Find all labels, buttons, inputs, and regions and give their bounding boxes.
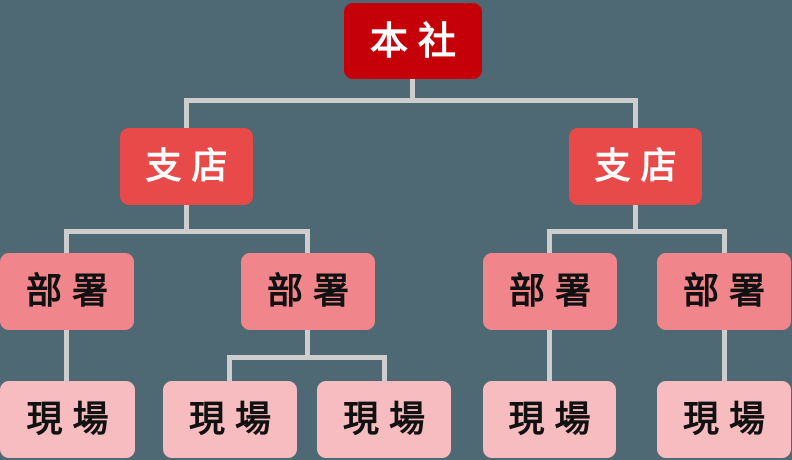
node-department-1-label: 部署 (25, 270, 118, 312)
connector-branch-left-drop (184, 98, 189, 128)
node-site-5-label: 現場 (682, 398, 775, 440)
connector-site-2-drop (227, 355, 232, 382)
node-headquarters-label: 本社 (369, 19, 466, 63)
connector-branches-crossbar (184, 98, 638, 103)
connector-dept-4-drop (722, 229, 727, 253)
node-headquarters: 本社 (344, 3, 482, 79)
connector-dept-3-to-site (547, 330, 552, 382)
connector-dept-2-drop (305, 229, 310, 253)
node-branch-left-label: 支店 (145, 145, 238, 187)
node-site-4: 現場 (483, 381, 616, 458)
connector-branch-right-stem (633, 205, 638, 234)
connector-depts-right-crossbar (547, 229, 727, 234)
node-site-3: 現場 (317, 381, 451, 458)
node-department-3-label: 部署 (508, 270, 601, 312)
connector-sites-crossbar (227, 355, 387, 360)
connector-dept-3-drop (547, 229, 552, 253)
node-department-2: 部署 (241, 253, 375, 330)
connector-dept-2-stem (305, 330, 310, 360)
connector-dept-1-drop (64, 229, 69, 253)
node-site-3-label: 現場 (342, 398, 435, 440)
connector-dept-1-to-site (64, 330, 69, 382)
node-branch-right: 支店 (569, 128, 702, 205)
connector-branch-left-stem (184, 205, 189, 234)
connector-root-stem (410, 79, 415, 103)
connector-site-3-drop (382, 355, 387, 382)
node-branch-right-label: 支店 (594, 145, 687, 187)
node-branch-left: 支店 (120, 128, 253, 205)
node-department-3: 部署 (483, 253, 617, 330)
connector-branch-right-drop (633, 98, 638, 128)
node-site-1-label: 現場 (26, 398, 119, 440)
node-department-4: 部署 (657, 253, 791, 330)
node-department-1: 部署 (0, 253, 134, 330)
node-site-1: 現場 (0, 381, 135, 458)
node-department-4-label: 部署 (682, 270, 775, 312)
node-site-4-label: 現場 (508, 398, 601, 440)
connector-depts-left-crossbar (64, 229, 310, 234)
node-department-2-label: 部署 (266, 270, 359, 312)
node-site-5: 現場 (657, 381, 791, 458)
node-site-2: 現場 (163, 381, 297, 458)
connector-dept-4-to-site (722, 330, 727, 382)
node-site-2-label: 現場 (188, 398, 281, 440)
